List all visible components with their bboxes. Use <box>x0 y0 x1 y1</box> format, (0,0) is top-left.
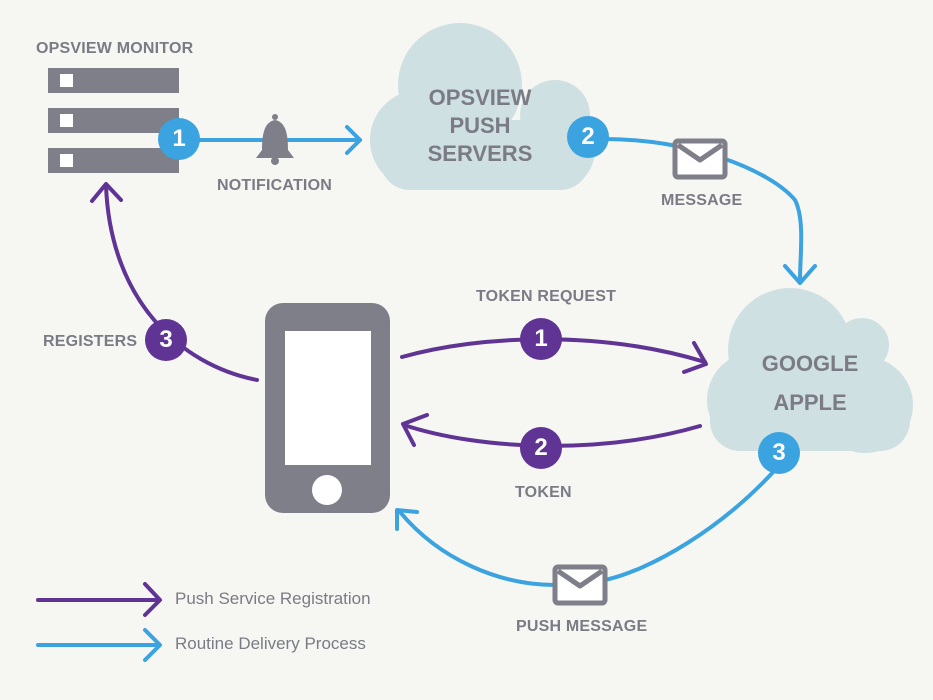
step-badge-registration-2: 2 <box>520 427 562 469</box>
token-arrowhead <box>401 413 429 447</box>
step-badge-delivery-3: 3 <box>758 432 800 474</box>
server-icon <box>48 68 179 173</box>
token-request-label: TOKEN REQUEST <box>476 288 617 305</box>
registers-label: REGISTERS <box>43 333 138 350</box>
legend-registration-arrow <box>36 582 162 617</box>
providers-label-line: APPLE <box>773 390 847 415</box>
message-label: MESSAGE <box>661 192 743 209</box>
bell-icon <box>256 114 294 165</box>
step-badge-delivery-1: 1 <box>158 118 200 160</box>
legend-registration-label: Push Service Registration <box>175 589 371 608</box>
smartphone-icon <box>265 303 390 513</box>
push-message-label: PUSH MESSAGE <box>516 618 648 635</box>
message-arrowhead <box>783 264 817 285</box>
legend-delivery-label: Routine Delivery Process <box>175 634 366 653</box>
notification-arrowhead <box>345 125 362 155</box>
push-servers-label-line: PUSH <box>449 113 511 138</box>
google-apple-cloud-icon <box>707 288 913 453</box>
token-label: TOKEN <box>515 484 572 501</box>
push-message-arrow <box>398 468 777 587</box>
providers-label-line: GOOGLE <box>761 351 859 376</box>
push-servers-label-line: OPSVIEW <box>428 85 532 110</box>
push-servers-label-line: SERVERS <box>427 141 533 166</box>
providers-label: GOOGLE APPLE <box>750 344 870 422</box>
legend-delivery-arrow <box>36 628 162 662</box>
message-arrow <box>598 136 804 282</box>
notification-label: NOTIFICATION <box>217 177 332 194</box>
step-badge-registration-1: 1 <box>520 318 562 360</box>
monitor-label: OPSVIEW MONITOR <box>36 40 194 57</box>
step-badge-delivery-2: 2 <box>567 116 609 158</box>
registers-arrow <box>104 183 259 382</box>
registers-arrowhead <box>90 182 123 203</box>
step-badge-registration-3: 3 <box>145 319 187 361</box>
envelope-icon-push-message <box>552 564 608 606</box>
envelope-icon-message <box>672 138 728 180</box>
opsview-push-servers-cloud-icon <box>370 23 595 190</box>
push-servers-label: OPSVIEW PUSH SERVERS <box>420 84 540 168</box>
push-message-arrowhead <box>395 508 419 531</box>
token-request-arrowhead <box>682 341 708 374</box>
